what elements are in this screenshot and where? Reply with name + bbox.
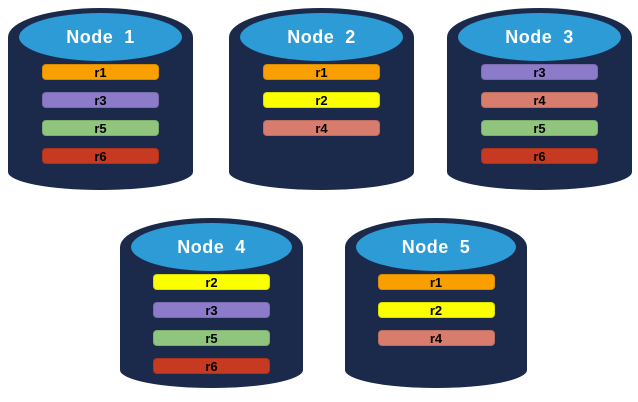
cylinder-body [8,37,193,190]
replica-bar-r2: r2 [263,92,380,108]
replica-bar-r6: r6 [153,358,270,374]
node-title: Node 1 [66,26,135,47]
replica-list: r1 r2 r4 [345,274,527,346]
replica-label: r6 [94,148,107,164]
replica-label: r4 [429,330,443,346]
replica-label: r1 [94,64,107,80]
replica-list: r1 r3 r5 r6 [8,64,193,164]
cylinder-top-face: Node 3 [458,13,621,61]
replica-label: r2 [205,274,218,290]
replica-bar-r1: r1 [377,274,495,290]
replica-list: r3 r4 r5 r6 [447,64,632,164]
replica-bar-r4: r4 [377,330,495,346]
node-title: Node 3 [505,26,574,47]
cylinder-body [447,37,632,190]
replica-label: r1 [429,274,443,290]
replica-bar-r5: r5 [481,120,598,136]
replica-bar-r2: r2 [377,302,495,318]
node-title: Node 2 [287,26,356,47]
node-title: Node 4 [177,236,246,257]
replica-bar-r2: r2 [153,274,270,290]
replica-label: r3 [205,302,218,318]
node-cylinder-3: Node 3 r3 r4 r5 r6 [447,8,632,190]
replica-label: r4 [533,92,546,108]
node-title: Node 5 [401,236,471,257]
replica-label: r5 [533,120,546,136]
replica-bar-r1: r1 [263,64,380,80]
replica-bar-r6: r6 [42,148,159,164]
replica-label: r2 [315,92,328,108]
node-cylinder-2: Node 2 r1 r2 r4 [229,8,414,190]
replica-bar-r5: r5 [42,120,159,136]
replica-bar-r5: r5 [153,330,270,346]
replica-bar-r3: r3 [153,302,270,318]
cylinder-top-face: Node 4 [131,223,292,271]
replica-bar-r1: r1 [42,64,159,80]
cylinder-top-face: Node 5 [356,223,516,271]
replica-list: r2 r3 r5 r6 [120,274,303,374]
replica-bar-r4: r4 [263,120,380,136]
replica-label: r2 [429,302,443,318]
replica-label: r4 [315,120,328,136]
cylinder-body [229,37,414,190]
node-cylinder-1: Node 1 r1 r3 r5 r6 [8,8,193,190]
replica-label: r5 [94,120,107,136]
replica-label: r3 [94,92,107,108]
replica-label: r5 [205,330,218,346]
replica-list: r1 r2 r4 [229,64,414,136]
node-cylinder-4: Node 4 r2 r3 r5 r6 [120,218,303,388]
replica-bar-r3: r3 [481,64,598,80]
replica-label: r6 [205,358,218,374]
replica-label: r3 [533,64,546,80]
replica-bar-r4: r4 [481,92,598,108]
node-cylinder-5: Node 5 r1 r2 r4 [345,218,527,388]
replica-bar-r3: r3 [42,92,159,108]
cylinder-top-face: Node 2 [240,13,403,61]
replica-bar-r6: r6 [481,148,598,164]
replica-label: r1 [315,64,328,80]
cylinder-top-face: Node 1 [19,13,182,61]
replica-label: r6 [533,148,546,164]
